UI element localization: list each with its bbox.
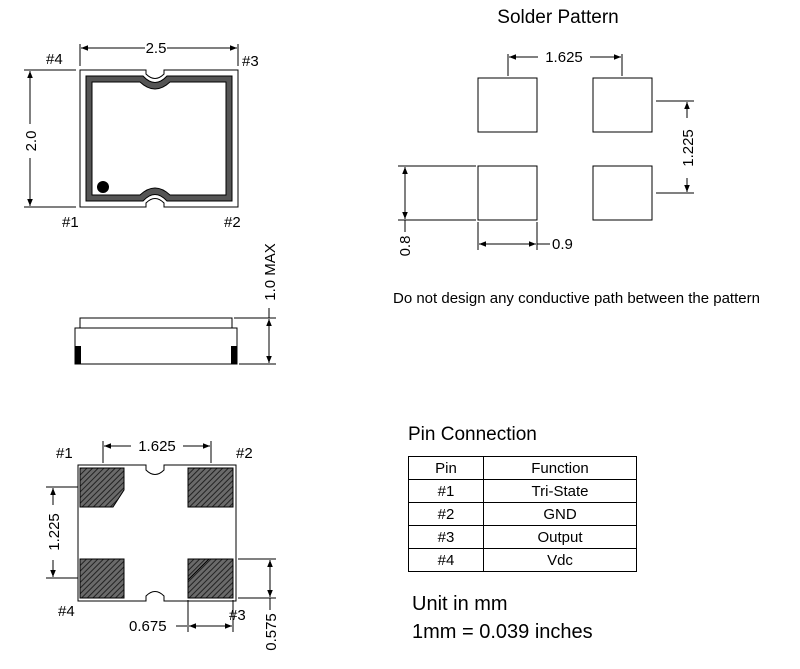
function-cell: Tri-State [483, 479, 637, 503]
bottom-pin3-label: #3 [229, 607, 246, 624]
bottom-pad-height-label: 0.575 [263, 613, 280, 651]
pin-cell: #1 [408, 479, 484, 503]
side-view-lid [79, 317, 233, 329]
solder-pad-width-label: 0.9 [552, 236, 573, 253]
bottom-view-outline [77, 464, 237, 602]
unit-text: Unit in mm [412, 593, 508, 615]
solder-pad-height-label: 0.8 [397, 236, 414, 257]
side-view: 1.0 MAX [74, 243, 279, 365]
top-height-label: 2.0 [23, 131, 40, 152]
bottom-pad-pin4 [79, 558, 125, 599]
side-height-label: 1.0 MAX [262, 243, 279, 301]
solder-pad-bottom-left [477, 165, 538, 221]
top-pin3-label: #3 [242, 53, 259, 70]
solder-pad-top-left [477, 77, 538, 133]
side-view-left-terminal [75, 346, 81, 364]
pin1-marker-dot [97, 181, 109, 193]
bottom-pad-pin1 [79, 467, 125, 508]
function-cell: Output [483, 525, 637, 549]
solder-pattern-title: Solder Pattern [497, 7, 618, 28]
pin-cell: #2 [408, 502, 484, 526]
solder-pattern-note: Do not design any conductive path betwee… [393, 290, 760, 307]
top-pin1-label: #1 [62, 214, 79, 231]
top-view-outline [79, 69, 239, 208]
solder-h-pitch-label: 1.625 [545, 49, 583, 66]
solder-pattern: Solder Pattern 1.625 1.225 0.8 0.9 [397, 7, 697, 256]
bottom-pin1-label: #1 [56, 445, 73, 462]
function-cell: Vdc [483, 548, 637, 572]
bottom-pad-width-label: 0.675 [129, 618, 167, 635]
solder-pad-bottom-right [592, 165, 653, 221]
solder-pad-top-right [592, 77, 653, 133]
bottom-pad-pin3 [187, 558, 234, 599]
top-view-lid-inner [91, 81, 227, 196]
pin-cell: #4 [408, 548, 484, 572]
bottom-h-pitch-label: 1.625 [138, 438, 176, 455]
pin-cell: #3 [408, 525, 484, 549]
bottom-pin4-label: #4 [58, 603, 75, 620]
table-row: #2 GND [408, 502, 637, 526]
top-view: 2.5 2.0 #4 #3 #1 #2 [23, 40, 259, 231]
table-row: #3 Output [408, 525, 637, 549]
table-row: #4 Vdc [408, 548, 637, 572]
bottom-pad-pin2 [187, 467, 234, 508]
pin-column-header: Pin [408, 456, 484, 480]
bottom-pin2-label: #2 [236, 445, 253, 462]
side-view-body [74, 327, 238, 365]
table-row: #1 Tri-State [408, 479, 637, 503]
top-pin2-label: #2 [224, 214, 241, 231]
bottom-v-pitch-label: 1.225 [46, 513, 63, 551]
table-header-row: Pin Function [408, 456, 637, 480]
solder-v-pitch-label: 1.225 [680, 129, 697, 167]
pin-connection-title: Pin Connection [408, 424, 537, 445]
bottom-view: 1.625 1.225 0.675 0.575 #1 #2 #4 #3 [46, 438, 280, 651]
pin-connection-table: Pin Function #1 Tri-State #2 GND #3 Outp… [408, 456, 637, 572]
side-view-right-terminal [231, 346, 237, 364]
top-pin4-label: #4 [46, 51, 63, 68]
conversion-text: 1mm = 0.039 inches [412, 621, 593, 643]
function-cell: GND [483, 502, 637, 526]
function-column-header: Function [483, 456, 637, 480]
top-width-label: 2.5 [146, 40, 167, 57]
